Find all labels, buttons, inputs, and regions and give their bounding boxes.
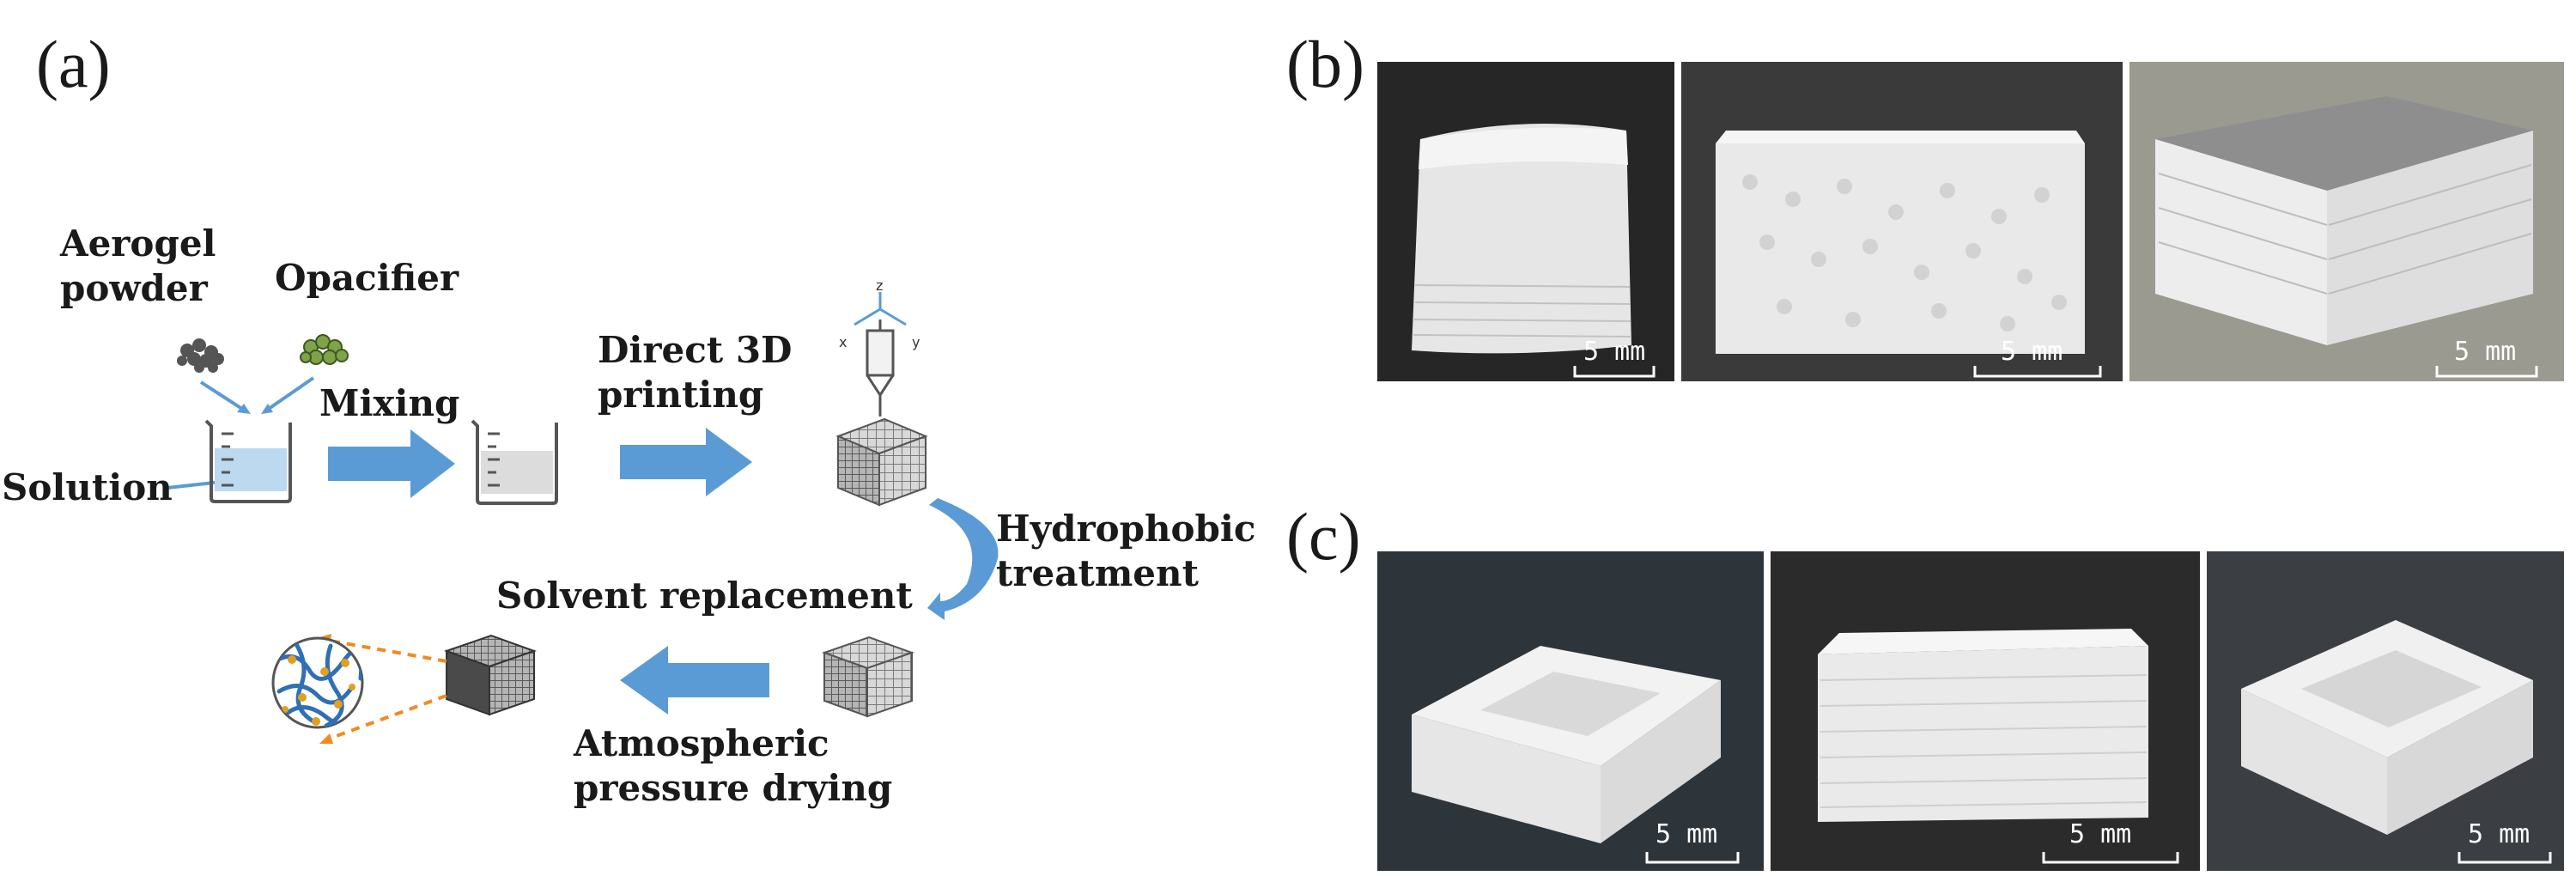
syringe-icon bbox=[866, 319, 895, 417]
solvent-replacement-label: Solvent replacement bbox=[496, 575, 913, 617]
axis-x-label: x bbox=[839, 334, 847, 350]
photo-b2 bbox=[1681, 62, 2123, 381]
solution-label: Solution bbox=[2, 466, 173, 508]
mixing-label: Mixing bbox=[319, 382, 460, 424]
photo-b3 bbox=[2129, 62, 2564, 381]
axes-icon bbox=[854, 292, 907, 326]
photo-b1 bbox=[1377, 62, 1674, 381]
mixing-arrow bbox=[328, 429, 455, 498]
axis-y-label: y bbox=[912, 334, 920, 350]
scale-label-b1: 5 mm bbox=[1583, 337, 1646, 367]
scale-bar-b3 bbox=[2435, 366, 2538, 378]
aerogel-powder-icon bbox=[177, 338, 224, 373]
microstructure-zoom-icon bbox=[271, 636, 364, 729]
panel-label-c: (c) bbox=[1286, 499, 1361, 574]
process-diagram: z x y bbox=[167, 277, 999, 744]
printing-arrow bbox=[620, 428, 752, 496]
scale-label-c3: 5 mm bbox=[2468, 819, 2530, 849]
scale-bar-c2 bbox=[2042, 852, 2179, 864]
panel-label-b: (b) bbox=[1286, 27, 1364, 101]
hydrophobic-arrow bbox=[927, 498, 999, 620]
scale-bar-c1 bbox=[1645, 852, 1740, 864]
scale-bar-b1 bbox=[1573, 366, 1656, 378]
opacifier-icon bbox=[300, 334, 349, 365]
printed-lattice-cube bbox=[835, 417, 928, 507]
treated-lattice-cube bbox=[821, 636, 915, 718]
opacifier-label: Opacifier bbox=[275, 257, 459, 299]
axis-z-label: z bbox=[876, 277, 883, 294]
scale-label-b2: 5 mm bbox=[2001, 337, 2063, 367]
dried-aerogel-cube bbox=[443, 634, 538, 716]
photo-c3 bbox=[2207, 551, 2564, 871]
scale-bar-c3 bbox=[2458, 852, 2552, 864]
photo-c1 bbox=[1377, 551, 1764, 871]
photo-c2 bbox=[1771, 551, 2200, 871]
scale-label-c1: 5 mm bbox=[1656, 819, 1718, 849]
scale-label-b3: 5 mm bbox=[2454, 337, 2517, 367]
scale-bar-b2 bbox=[1973, 366, 2102, 378]
beaker-mixed-icon bbox=[471, 419, 558, 505]
panel-label-a: (a) bbox=[36, 27, 111, 101]
beaker-solution-icon bbox=[204, 419, 292, 503]
scale-label-c2: 5 mm bbox=[2069, 819, 2132, 849]
drying-arrow bbox=[620, 646, 769, 715]
